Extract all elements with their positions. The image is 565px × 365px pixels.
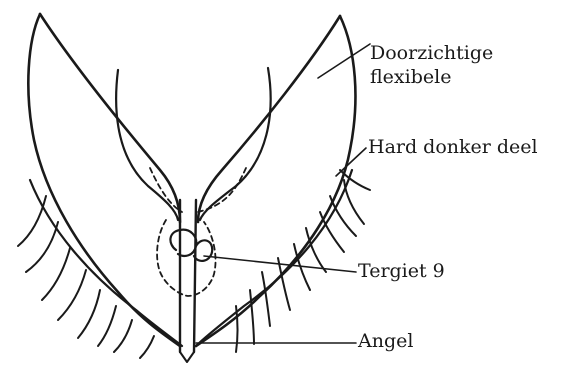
right-inner-vein (200, 68, 271, 220)
label-hard-donker-deel: Hard donker deel (368, 138, 538, 157)
left-outer-plate (28, 14, 180, 346)
label-tergiet: Tergiet 9 (358, 262, 445, 281)
right-outer-plate (196, 16, 355, 346)
left-plate-inner-edge (40, 14, 180, 222)
sting-right-line (194, 200, 196, 352)
label-flexibele: Doorzichtige flexibele (370, 42, 493, 90)
label-angel: Angel (358, 332, 413, 351)
dashed-tergiet-outline (157, 220, 215, 296)
sting-tip (180, 352, 194, 362)
left-plate-lower-edge (30, 180, 182, 346)
leader-flexibele (318, 44, 370, 78)
left-bristles (18, 196, 154, 358)
left-inner-vein (116, 70, 178, 220)
